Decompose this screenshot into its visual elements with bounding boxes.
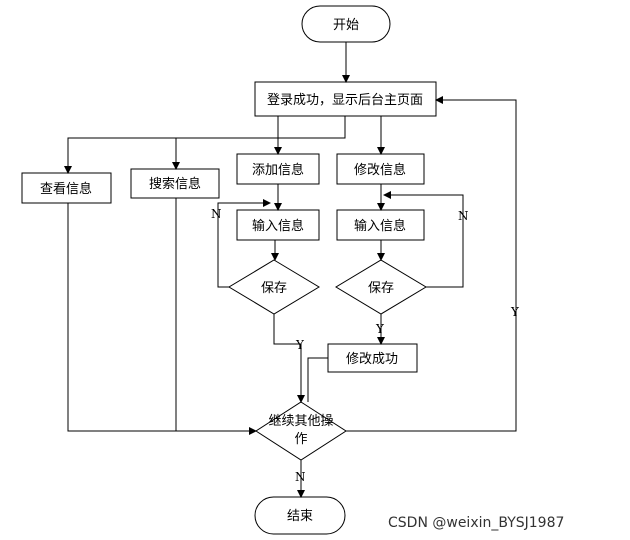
add-label: 添加信息: [252, 162, 304, 178]
input-right-label: 输入信息: [354, 218, 406, 234]
search-node: 搜索信息: [130, 168, 220, 199]
label-save-left-yes: Y: [295, 338, 305, 352]
modify-label: 修改信息: [354, 162, 406, 178]
edge-continue-yes: [346, 96, 517, 432]
edge-login-view: [64, 116, 346, 174]
start-label: 开始: [333, 18, 359, 33]
continue-decision: 继续其他操 作: [255, 401, 347, 461]
start-node: 开始: [301, 5, 391, 43]
modify-success-label: 修改成功: [346, 352, 398, 367]
label-save-left-no: N: [211, 207, 222, 221]
modify-node: 修改信息: [336, 153, 425, 185]
label-save-right-yes: Y: [375, 322, 385, 336]
edge-save-left-yes: [273, 314, 305, 403]
save-right-label: 保存: [368, 281, 394, 296]
end-node: 结束: [254, 496, 346, 535]
label-continue-no: N: [295, 470, 306, 484]
view-label: 查看信息: [40, 181, 92, 197]
continue-label-line1: 继续其他操: [268, 413, 333, 429]
edge-save-left-no: [217, 199, 271, 288]
edge-save-right-no: [383, 191, 464, 288]
label-save-right-no: N: [458, 209, 469, 223]
save-left-decision: 保存: [228, 259, 320, 315]
input-left-node: 输入信息: [236, 209, 320, 241]
label-continue-yes: Y: [510, 305, 520, 319]
login-label: 登录成功，显示后台主页面: [267, 93, 423, 108]
edge-view-continue: [67, 203, 257, 435]
edge-modify-success-continue: [307, 357, 328, 402]
search-label: 搜索信息: [149, 176, 201, 192]
save-right-decision: 保存: [335, 259, 427, 315]
login-node: 登录成功，显示后台主页面: [254, 81, 437, 117]
view-node: 查看信息: [21, 172, 112, 204]
add-node: 添加信息: [236, 153, 320, 185]
input-left-label: 输入信息: [252, 218, 304, 234]
input-right-node: 输入信息: [336, 209, 425, 241]
modify-success-node: 修改成功: [327, 343, 418, 373]
end-label: 结束: [287, 509, 313, 524]
continue-label-line2: 作: [294, 432, 307, 447]
watermark-text: CSDN @weixin_BYSJ1987: [388, 515, 564, 531]
save-left-label: 保存: [261, 281, 287, 296]
